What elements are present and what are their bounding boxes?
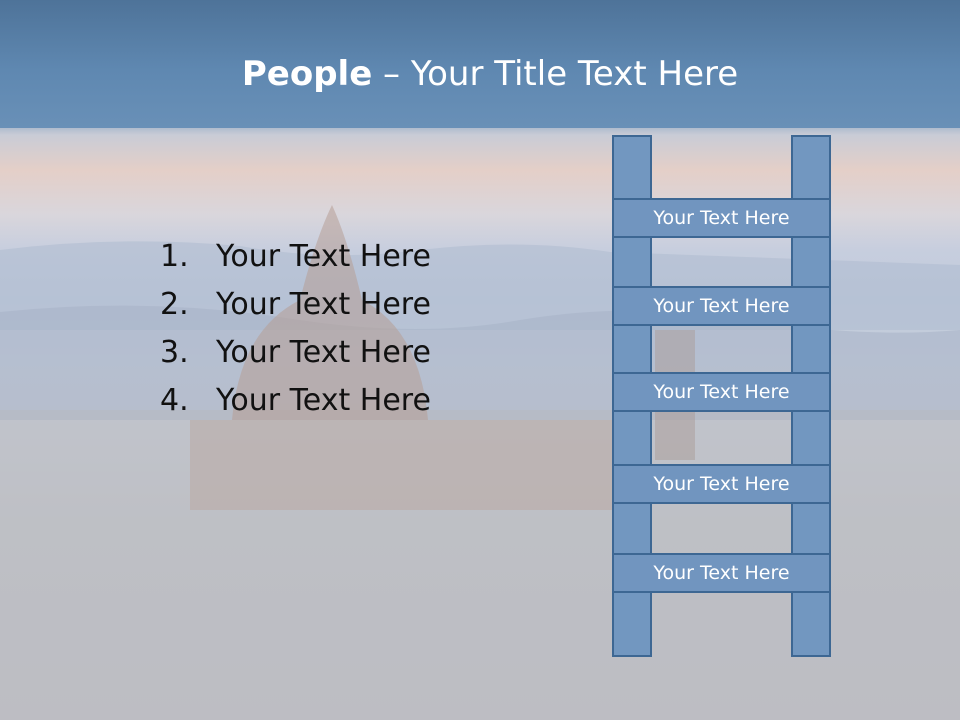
title-text: – Your Title Text Here <box>372 54 739 94</box>
list-number: 3. <box>160 335 189 370</box>
list-number: 1. <box>160 239 189 274</box>
list-text: Your Text Here <box>216 335 431 370</box>
list-number: 4. <box>160 383 189 418</box>
ladder-rung: Your Text Here <box>612 198 831 238</box>
list-text: Your Text Here <box>216 383 431 418</box>
list-number: 2. <box>160 287 189 322</box>
list-text: Your Text Here <box>216 287 431 322</box>
list-text: Your Text Here <box>216 239 431 274</box>
ladder-rung: Your Text Here <box>612 372 831 412</box>
numbered-list: 1. Your Text Here 2. Your Text Here 3. Your… <box>160 233 431 425</box>
ladder-rung: Your Text Here <box>612 286 831 326</box>
ladder-rung: Your Text Here <box>612 464 831 504</box>
list-item: 3. Your Text Here <box>160 329 431 377</box>
ladder-rung: Your Text Here <box>612 553 831 593</box>
title-bold: People <box>241 54 373 94</box>
title-bar <box>0 0 960 128</box>
list-item: 4. Your Text Here <box>160 377 431 425</box>
list-item: 1. Your Text Here <box>160 233 431 281</box>
slide-title: People – Your Title Text Here <box>0 52 960 96</box>
list-item: 2. Your Text Here <box>160 281 431 329</box>
